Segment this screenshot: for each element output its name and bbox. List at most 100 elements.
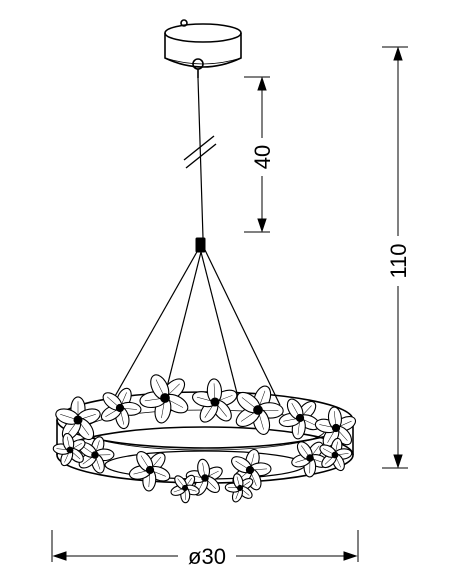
flower-decoration	[139, 374, 189, 424]
flower-decoration	[128, 451, 171, 492]
petal-vein	[202, 462, 205, 476]
petal-vein	[196, 396, 212, 402]
flower-center	[295, 413, 305, 423]
petal-vein	[261, 409, 279, 411]
petal-vein	[120, 410, 125, 425]
petal-vein	[297, 420, 300, 435]
petal-vein	[105, 409, 118, 417]
petal-vein	[64, 452, 70, 463]
petal-vein	[144, 398, 162, 402]
petal-vein	[133, 470, 148, 475]
petal-vein	[82, 446, 93, 454]
petal-vein	[82, 456, 93, 465]
flower-center	[201, 474, 209, 482]
petal-vein	[140, 455, 149, 468]
flower-decoration	[55, 396, 101, 441]
flower-decoration	[170, 474, 200, 504]
petal-vein	[291, 403, 299, 416]
petal-vein	[337, 430, 348, 441]
petal-vein	[283, 418, 298, 422]
flower-center	[115, 403, 125, 413]
petal-vein	[168, 399, 184, 408]
petal-vein	[333, 411, 336, 426]
petal-vein	[95, 457, 101, 470]
petal-vein	[337, 453, 349, 455]
flower-center	[145, 465, 155, 475]
petal-vein	[122, 408, 137, 410]
petal-vein	[324, 456, 334, 465]
petal-vein	[71, 451, 81, 460]
petal-vein	[319, 424, 334, 428]
dim-total-height	[382, 46, 408, 469]
flower-center	[331, 423, 341, 433]
flower-decoration	[235, 385, 284, 435]
petal-vein	[338, 420, 352, 428]
petal-vein	[161, 401, 165, 419]
petal-vein	[240, 411, 256, 422]
support-wires	[109, 249, 281, 406]
petal-vein	[107, 396, 118, 407]
petal-vein	[301, 405, 312, 416]
petal-vein	[66, 422, 77, 436]
suspension-cable	[183, 77, 217, 239]
petal-vein	[216, 404, 227, 417]
petal-vein	[236, 476, 240, 487]
flower-center	[331, 451, 339, 459]
diameter-label: ø30	[188, 544, 226, 569]
petal-vein	[207, 470, 219, 477]
petal-vein	[177, 478, 184, 487]
flower-center	[73, 415, 83, 425]
dim-diameter	[51, 530, 359, 562]
petal-vein	[95, 440, 100, 453]
cable-connector	[195, 237, 206, 253]
total-height-label: 110	[386, 243, 411, 278]
flower-center	[181, 484, 189, 492]
petal-vein	[235, 460, 248, 469]
ceiling-canopy	[164, 19, 242, 78]
flower-center	[66, 446, 74, 454]
flower-center	[245, 465, 255, 475]
petal-vein	[301, 445, 309, 456]
petal-vein	[56, 448, 68, 450]
petal-vein	[204, 404, 214, 418]
petal-vein	[327, 430, 335, 443]
flower-decoration	[100, 387, 142, 430]
petal-vein	[213, 383, 216, 399]
flower-center	[253, 405, 263, 415]
petal-vein	[217, 395, 233, 402]
flower-center	[306, 454, 314, 462]
flower-center	[91, 451, 99, 459]
flower-decoration	[78, 436, 115, 474]
petal-vein	[120, 392, 127, 406]
petal-vein	[152, 470, 166, 477]
petal-vein	[60, 413, 75, 420]
petal-vein	[151, 456, 162, 468]
petal-vein	[79, 422, 90, 436]
flower-decoration	[291, 441, 329, 478]
petal-vein	[322, 448, 334, 455]
cable-length-label: 40	[250, 145, 275, 169]
petal-vein	[302, 419, 316, 426]
flower-decoration	[278, 398, 320, 440]
petal-vein	[258, 413, 264, 430]
petal-vein	[335, 457, 341, 468]
flower-decoration	[224, 473, 254, 503]
petal-vein	[71, 442, 82, 450]
petal-vein	[295, 458, 308, 463]
petal-vein	[335, 441, 338, 453]
dim-cable-length	[244, 76, 270, 233]
flower-decoration	[314, 406, 357, 448]
petal-vein	[250, 472, 257, 486]
petal-vein	[167, 383, 180, 396]
petal-vein	[250, 453, 255, 468]
flower-center	[210, 397, 220, 407]
petal-vein	[241, 397, 256, 408]
flower-center	[160, 393, 170, 403]
petal-vein	[206, 479, 216, 489]
petal-vein	[81, 413, 96, 420]
petal-vein	[155, 379, 164, 395]
petal-vein	[311, 445, 320, 456]
flower-center	[236, 484, 244, 492]
crystal-flowers	[52, 374, 357, 504]
